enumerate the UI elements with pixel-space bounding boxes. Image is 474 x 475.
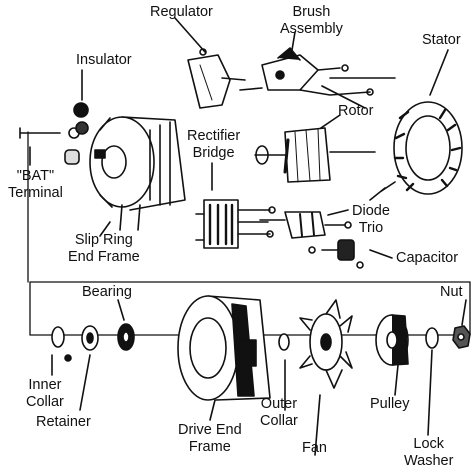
label-slip-ring-end-frame-line2: End Frame: [68, 249, 140, 265]
label-bat-terminal-line1: "BAT": [16, 168, 55, 184]
regulator-part: [187, 48, 246, 109]
label-pulley: Pulley: [370, 396, 410, 412]
label-slip-ring-end-frame: Slip Ring End Frame: [68, 232, 140, 266]
label-bat-terminal: "BAT" Terminal: [8, 168, 63, 202]
label-outer-collar-line1: Outer: [260, 396, 298, 412]
bearing-part: [117, 323, 135, 351]
label-bat-terminal-line2: Terminal: [8, 185, 63, 201]
label-inner-collar-line1: Inner: [28, 377, 62, 393]
label-lock-washer: Lock Washer: [404, 436, 453, 470]
brush-assembly-part: [239, 47, 396, 109]
label-brush-assembly-line1: Brush: [292, 4, 331, 20]
label-fan: Fan: [302, 440, 327, 456]
bat-terminal-part: [19, 127, 80, 165]
label-lock-washer-line1: Lock: [413, 436, 445, 452]
rectifier-bridge-part: [195, 199, 276, 249]
rotor-part: [254, 127, 376, 183]
label-drive-end-frame: Drive End Frame: [178, 422, 242, 456]
leader-lines: [29, 17, 467, 456]
capacitor-part: [308, 239, 364, 269]
label-inner-collar: Inner Collar: [26, 377, 64, 411]
label-retainer: Retainer: [36, 414, 91, 430]
label-diode-trio-line1: Diode: [352, 203, 390, 219]
label-lock-washer-line2: Washer: [404, 453, 454, 469]
slip-ring-end-frame-part: [89, 116, 186, 231]
label-brush-assembly: Brush Assembly: [280, 4, 343, 38]
stator-part: [369, 101, 463, 201]
label-rectifier-bridge: Rectifier Bridge: [187, 128, 240, 162]
label-outer-collar-line2: Collar: [260, 413, 298, 429]
label-diode-trio: Diode Trio: [352, 203, 390, 237]
label-brush-assembly-line2: Assembly: [280, 21, 343, 37]
label-inner-collar-line2: Collar: [26, 394, 64, 410]
drive-end-frame-part: [177, 295, 271, 401]
lock-washer-part: [425, 327, 439, 349]
nut-part: [452, 325, 471, 349]
label-rectifier-bridge-line2: Bridge: [192, 145, 235, 161]
diode-trio-part: [259, 211, 352, 239]
label-nut: Nut: [440, 284, 463, 300]
pulley-part: [375, 314, 409, 366]
insulator-part: [73, 102, 89, 135]
outer-collar-part: [278, 333, 290, 351]
label-drive-end-frame-line2: Frame: [188, 439, 231, 455]
fan-part: [299, 299, 353, 389]
label-drive-end-frame-line1: Drive End: [178, 422, 242, 438]
label-bearing: Bearing: [82, 284, 132, 300]
label-capacitor: Capacitor: [396, 250, 459, 266]
label-insulator: Insulator: [76, 52, 132, 68]
label-slip-ring-end-frame-line1: Slip Ring: [74, 232, 133, 248]
label-outer-collar: Outer Collar: [260, 396, 298, 430]
inner-collar-part: [51, 326, 65, 348]
label-regulator: Regulator: [150, 4, 213, 20]
label-diode-trio-line2: Trio: [358, 220, 384, 236]
label-stator: Stator: [422, 32, 461, 48]
label-rectifier-bridge-line1: Rectifier: [187, 128, 241, 144]
label-rotor: Rotor: [338, 103, 374, 119]
retainer-part: [64, 325, 99, 362]
